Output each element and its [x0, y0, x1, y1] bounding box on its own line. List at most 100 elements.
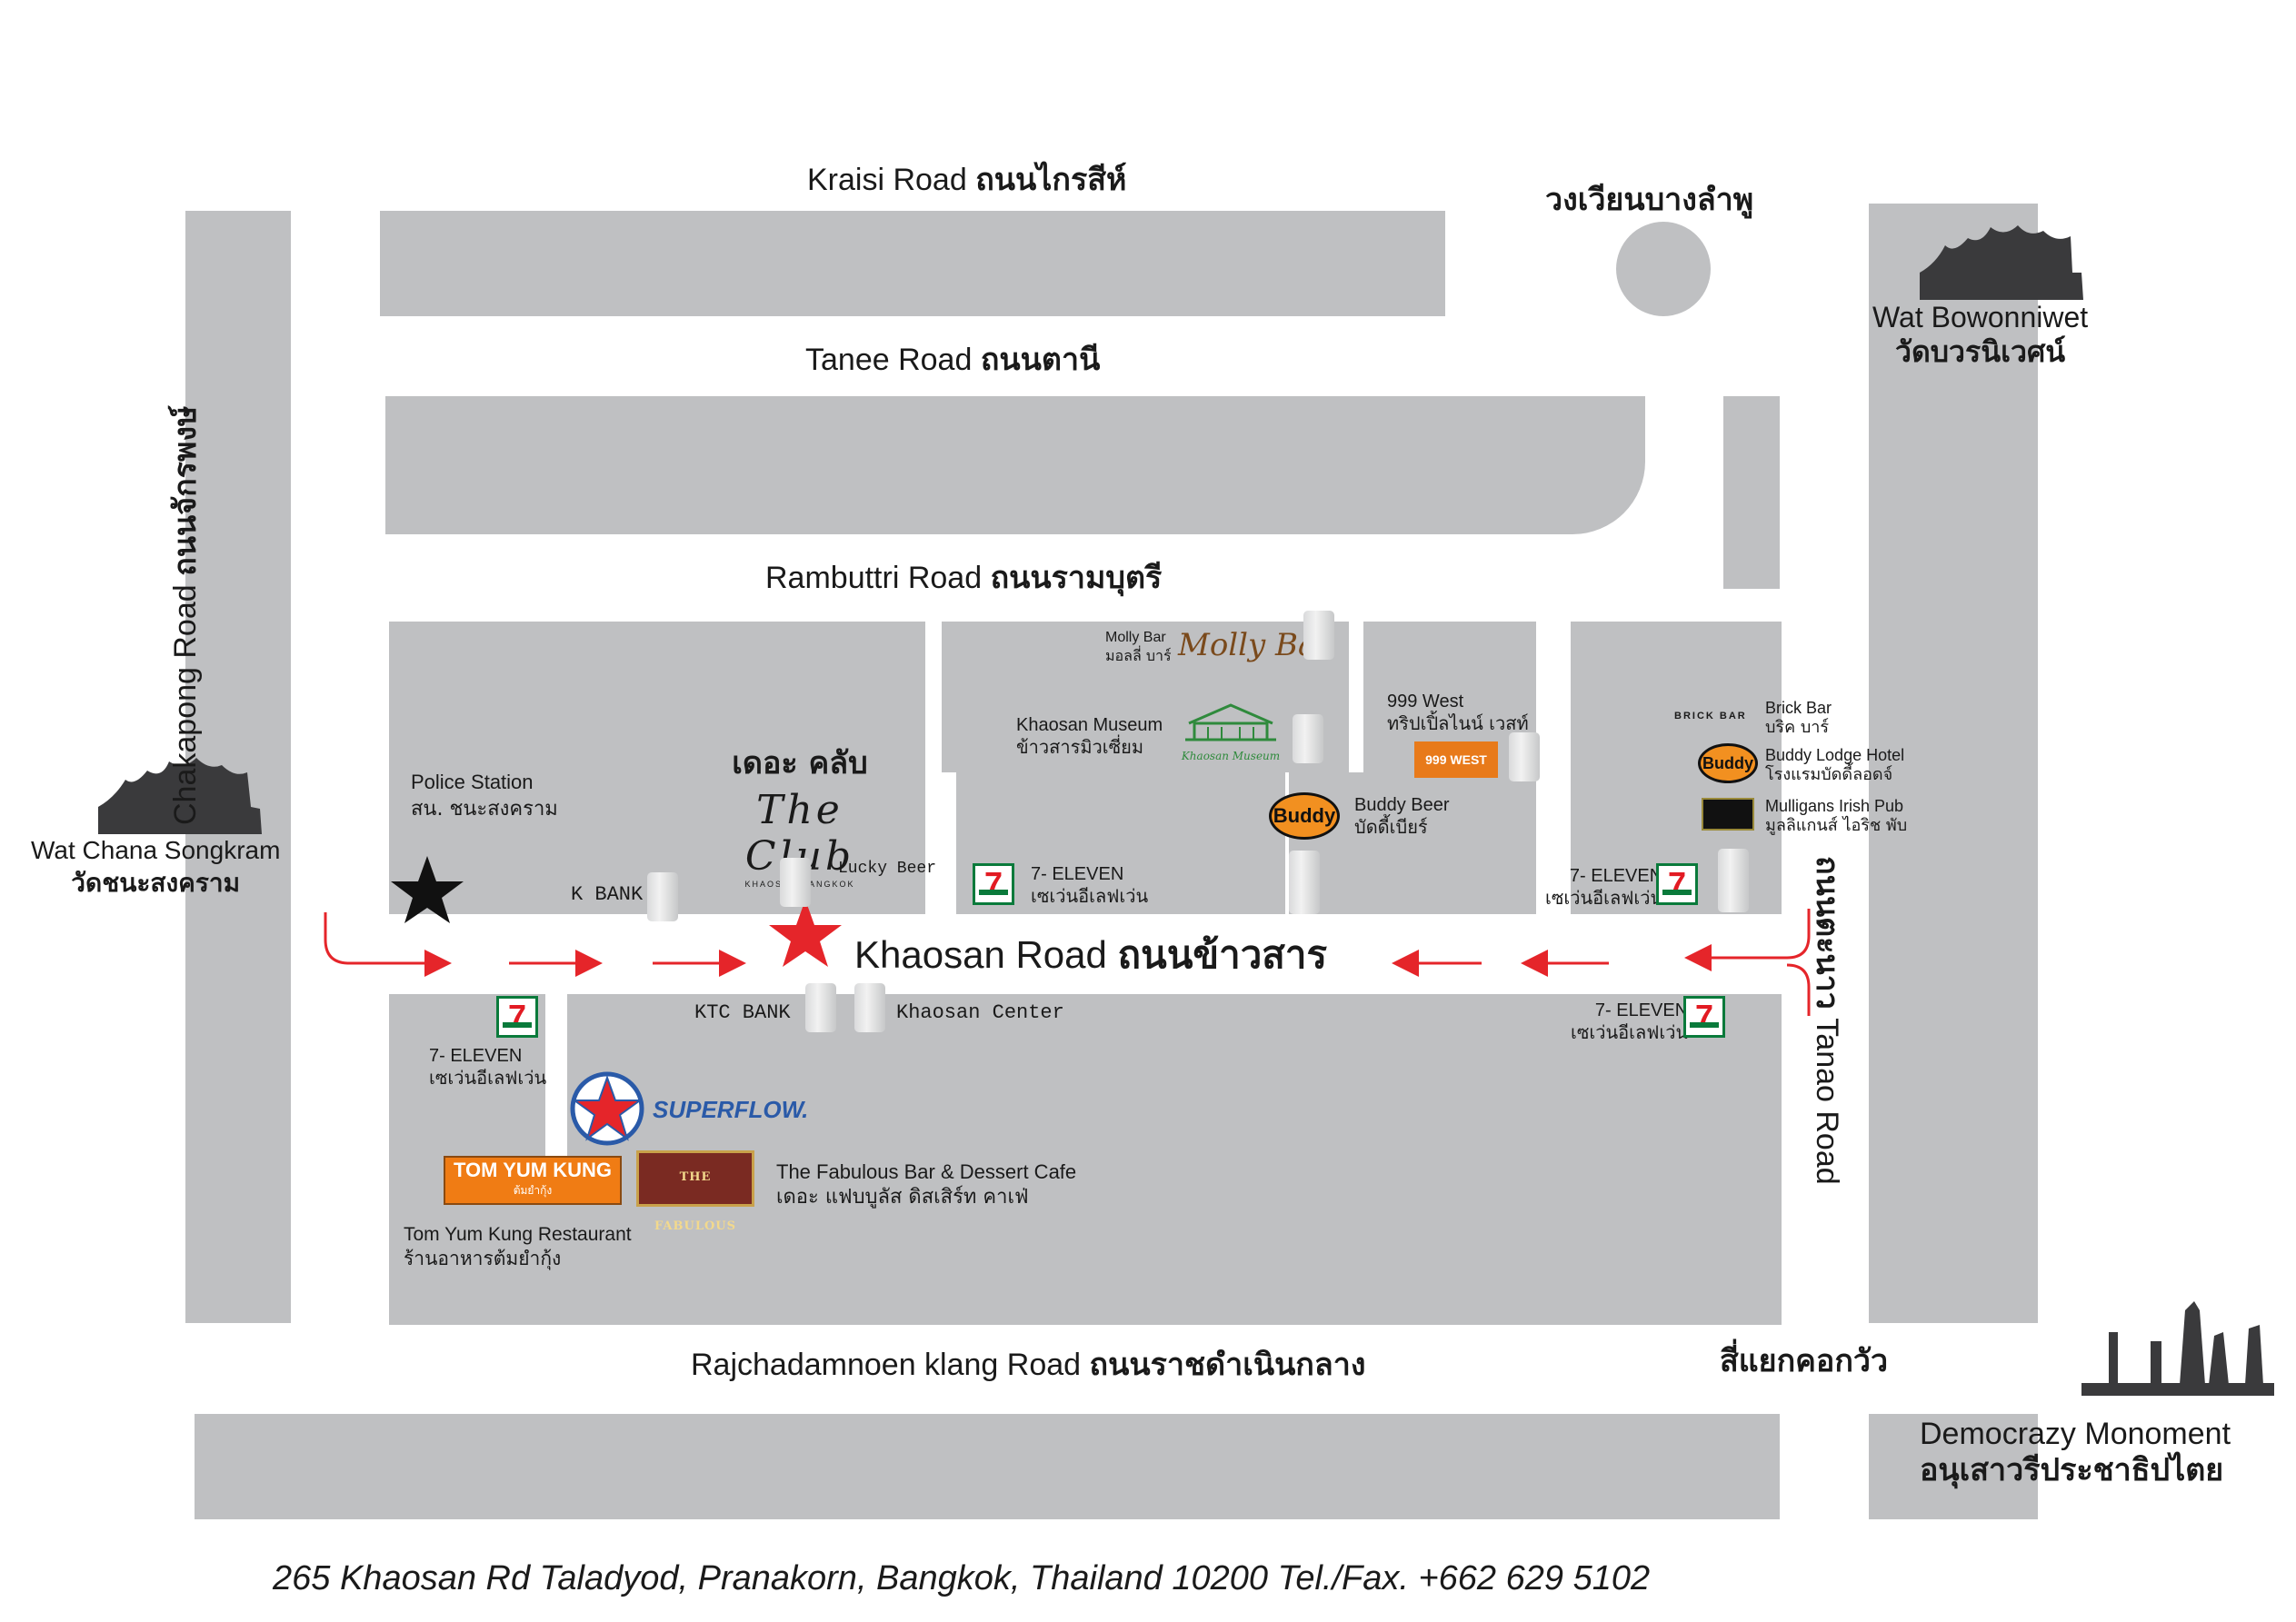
- temple-icon-wat-chana: [98, 758, 262, 834]
- west999-logo: 999 WEST: [1414, 741, 1498, 778]
- wat-chana-label: Wat Chana Songkram วัดชนะสงคราม: [31, 834, 280, 900]
- seven-eleven-icon-d: 7: [1683, 996, 1725, 1038]
- place-name-en: Molly Bar: [1105, 630, 1166, 645]
- place-name-th: มูลลิแกนส์ ไอริช พับ: [1765, 816, 1908, 835]
- road-name-en: Rajchadamnoen klang Road: [691, 1348, 1082, 1382]
- road-label-kraisi: Kraisi Road ถนนไกรสีห์: [807, 154, 1126, 204]
- place-name-th: บริค บาร์: [1765, 718, 1830, 737]
- brick-bar-logo: BRICK BAR: [1674, 711, 1747, 721]
- road-label-khaosan: Khaosan Road ถนนข้าวสาร: [854, 925, 1327, 985]
- road-label-chakapong: Chakapong Road ถนนจักรพงษ์: [160, 406, 209, 825]
- place-name-en: Buddy Beer: [1354, 795, 1450, 815]
- seven-eleven-c-label: 7- ELEVEN เซเว่นอีเลฟเว่น: [429, 1045, 546, 1089]
- wat-bowon-label: Wat Bowonniwet วัดบวรนิเวศน์: [1872, 300, 2088, 369]
- buddy-beer-building: [1289, 851, 1320, 914]
- lucky-beer-label: Lucky Beer: [838, 860, 937, 878]
- seven-eleven-d-label: 7- ELEVEN เซเว่นอีเลฟเว่น: [1571, 1000, 1688, 1043]
- police-station-label: Police Station สน. ชนะสงคราม: [411, 769, 558, 823]
- museum-logo: Khaosan Museum: [1176, 700, 1285, 763]
- tomyum-label: Tom Yum Kung Restaurant ร้านอาหารต้มยำกุ…: [404, 1223, 632, 1270]
- museum-logo-text: Khaosan Museum: [1181, 750, 1281, 762]
- the-club-th: เดอะ คลับ: [732, 745, 868, 781]
- seven-eleven-icon-c: 7: [496, 996, 538, 1038]
- superflow-logo: SUPERFLOW.: [653, 1096, 809, 1123]
- place-name-th: เซเว่นอีเลฟเว่น: [1545, 887, 1663, 909]
- place-name-th: ร้านอาหารต้มยำกุ้ง: [404, 1248, 562, 1269]
- fabulous-logo-text: THE FABULOUS: [654, 1170, 737, 1233]
- landmark-name-th: วัดชนะสงคราม: [71, 868, 241, 898]
- k-bank-building: [647, 872, 678, 921]
- the-club-script: The Club: [744, 787, 855, 880]
- k-bank-label: K BANK: [571, 883, 644, 906]
- mulligans-logo: [1702, 798, 1754, 831]
- place-name-en: 7- ELEVEN: [1031, 864, 1124, 884]
- block-kraisi-north: [380, 211, 1445, 316]
- road-name-en: Chakapong Road: [168, 584, 203, 825]
- block-south-bottom: [195, 1414, 1780, 1519]
- road-name-en: Kraisi Road: [807, 163, 967, 197]
- lucky-beer-building: [780, 858, 811, 907]
- place-name-en: 7- ELEVEN: [1594, 1000, 1689, 1020]
- block-north-2: [942, 622, 1349, 772]
- place-name-en: 7- ELEVEN: [429, 1046, 523, 1066]
- seven-eleven-a-label: 7- ELEVEN เซเว่นอีเลฟเว่น: [1031, 863, 1148, 907]
- arrow-south-curve: [1786, 963, 1811, 1014]
- buddy-lodge-label: Buddy Lodge Hotel โรงแรมบัดดี้ลอดจ์: [1765, 745, 1904, 785]
- landmark-name-en: Democrazy Monoment: [1920, 1417, 2231, 1451]
- place-name-th: เซเว่นอีเลฟเว่น: [429, 1067, 547, 1089]
- block-north-3b: [1289, 772, 1536, 914]
- buddy-beer-logo-text: Buddy: [1273, 804, 1336, 827]
- west999-logo-text: 999 WEST: [1425, 752, 1487, 767]
- khaosan-center-building: [854, 983, 885, 1032]
- buddy-lodge-logo-text: Buddy: [1702, 754, 1753, 772]
- place-name-en: 7- ELEVEN: [1569, 866, 1663, 886]
- landmark-name-th: อนุเสาวรีประชาธิปไตย: [1920, 1452, 2224, 1488]
- place-name-th: ทริปเปิ้ลไนน์ เวสท์: [1387, 712, 1529, 734]
- ktc-bank-building: [805, 983, 836, 1032]
- road-label-tanee: Tanee Road ถนนตานี: [805, 334, 1100, 383]
- road-name-th: ถนนไกรสีห์: [975, 162, 1127, 198]
- place-name-en: Khaosan Museum: [1016, 715, 1163, 735]
- place-name-en: Police Station: [411, 771, 534, 793]
- superflow-star-icon: [570, 1071, 644, 1146]
- roundabout-circle: [1616, 222, 1711, 316]
- intersection-label: สี่แยกคอกวัว: [1720, 1343, 1889, 1379]
- khaosan-center-label: Khaosan Center: [896, 1001, 1064, 1024]
- road-name-en: Tanee Road: [805, 343, 973, 377]
- place-name-th: เดอะ แฟบบูลัส ดิสเสิร์ท คาเฟ่: [776, 1186, 1029, 1209]
- museum-building: [1293, 714, 1323, 763]
- buddy-lodge-logo: Buddy: [1698, 743, 1758, 783]
- the-club-logo: เดอะ คลับ The Club KHAOSAN BANGKOK: [700, 738, 900, 889]
- footer-address: 265 Khaosan Rd Taladyod, Pranakorn, Bang…: [273, 1559, 1651, 1597]
- molly-bar-label: Molly Bar มอลลี่ บาร์: [1105, 629, 1172, 665]
- tomyum-logo-text: TOM YUM KUNG: [454, 1159, 612, 1181]
- place-name-th: เซเว่นอีเลฟเว่น: [1031, 885, 1149, 907]
- road-name-en: Tanao Road: [1810, 1018, 1844, 1185]
- mulligans-label: Mulligans Irish Pub มูลลิแกนส์ ไอริช พับ: [1765, 796, 1907, 836]
- block-east-column: [1869, 204, 2038, 1323]
- road-name-th: ถนนรามบุตรี: [990, 560, 1163, 596]
- temple-icon-wat-bowon: [1920, 225, 2083, 300]
- place-name-th: มอลลี่ บาร์: [1105, 647, 1172, 664]
- place-name-en: Brick Bar: [1765, 699, 1832, 717]
- democracy-label: Democrazy Monoment อนุเสาวรีประชาธิปไตย: [1920, 1416, 2231, 1488]
- road-label-tanao: ถนนตะนาว Tanao Road: [1803, 856, 1852, 1185]
- tomyum-logo-th: ต้มยำกุ้ง: [513, 1184, 553, 1197]
- fabulous-logo: THE FABULOUS: [636, 1150, 754, 1233]
- road-label-rajchadamnoen: Rajchadamnoen klang Road ถนนราชดำเนินกลา…: [691, 1339, 1365, 1388]
- place-name-th: บัดดี้เบียร์: [1354, 816, 1428, 838]
- seven-eleven-icon-b: 7: [1656, 863, 1698, 905]
- place-name-th: ข้าวสารมิวเซี่ยม: [1016, 736, 1144, 758]
- molly-building: [1303, 611, 1334, 660]
- landmark-name-en: Wat Bowonniwet: [1872, 301, 2089, 333]
- road-label-rambuttri: Rambuttri Road ถนนรามบุตรี: [765, 552, 1162, 602]
- location-star: [769, 900, 842, 967]
- fabulous-label: The Fabulous Bar & Dessert Cafe เดอะ แฟบ…: [776, 1159, 1076, 1210]
- west999-building: [1509, 732, 1540, 781]
- place-name-en: Buddy Lodge Hotel: [1765, 746, 1905, 764]
- road-name-th: ถนนราชดำเนินกลาง: [1089, 1347, 1366, 1383]
- road-name-en: Khaosan Road: [854, 933, 1107, 976]
- roundabout-label: วงเวียนบางลำพู: [1545, 182, 1754, 218]
- place-name-th: โรงแรมบัดดี้ลอดจ์: [1765, 765, 1893, 784]
